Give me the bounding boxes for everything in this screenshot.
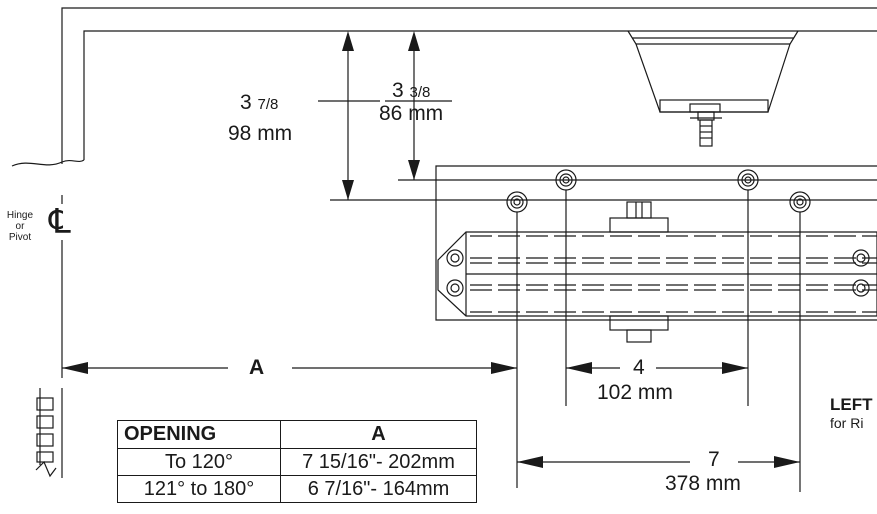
table-row: 121° to 180° 6 7/16"- 164mm <box>117 475 477 503</box>
dimension-4-line <box>566 362 748 374</box>
hole-extension-lines <box>516 190 801 492</box>
opening-table-header-row: OPENING A <box>117 420 477 449</box>
mounting-holes <box>506 169 811 213</box>
table-cell-opening: To 120° <box>117 448 281 476</box>
closer-body <box>435 165 877 343</box>
dimension-3-3-8-whole: 3 <box>392 79 404 102</box>
dimension-3-7-8-fraction: 7/8 <box>257 96 279 113</box>
pivot-label: Hinge or Pivot <box>2 210 38 243</box>
dimension-a-line <box>62 362 517 374</box>
vertical-dimension-lines <box>318 31 877 201</box>
hand-note-title: LEFT <box>830 395 873 414</box>
dimension-3-3-8-label: 3 3/8 <box>392 80 430 103</box>
dimension-98mm-label: 98 mm <box>228 122 293 145</box>
pivot-label-line3: Pivot <box>8 232 32 243</box>
dimension-7-label: 7 <box>708 448 720 471</box>
dimension-4-label: 4 <box>633 356 645 379</box>
pivot-label-line1: Hinge <box>6 210 34 221</box>
opening-table: OPENING A To 120° 7 15/16"- 202mm 121° t… <box>117 420 477 503</box>
door-frame <box>11 7 877 167</box>
table-row: To 120° 7 15/16"- 202mm <box>117 448 477 476</box>
dimension-a-label: A <box>249 356 265 379</box>
centerline-symbol: ℄ <box>49 203 71 241</box>
dimension-86mm-label: 86 mm <box>379 102 444 125</box>
hand-note-subtitle: for Ri <box>830 415 864 431</box>
table-cell-opening: 121° to 180° <box>117 475 281 503</box>
dimension-7-line <box>517 456 800 468</box>
door-edge <box>35 388 63 478</box>
arm-shoe <box>627 30 799 147</box>
opening-table-header-a: A <box>280 420 477 449</box>
table-cell-a: 6 7/16"- 164mm <box>280 475 477 503</box>
dimension-378mm-label: 378 mm <box>665 472 741 495</box>
dimension-3-3-8-fraction: 3/8 <box>409 84 431 101</box>
table-cell-a: 7 15/16"- 202mm <box>280 448 477 476</box>
dimension-102mm-label: 102 mm <box>597 381 673 404</box>
dimension-3-7-8-label: 3 7/8 <box>240 92 278 115</box>
opening-table-header-opening: OPENING <box>117 420 281 449</box>
pivot-label-line2: or <box>15 221 25 232</box>
dimension-3-7-8-whole: 3 <box>240 91 252 114</box>
